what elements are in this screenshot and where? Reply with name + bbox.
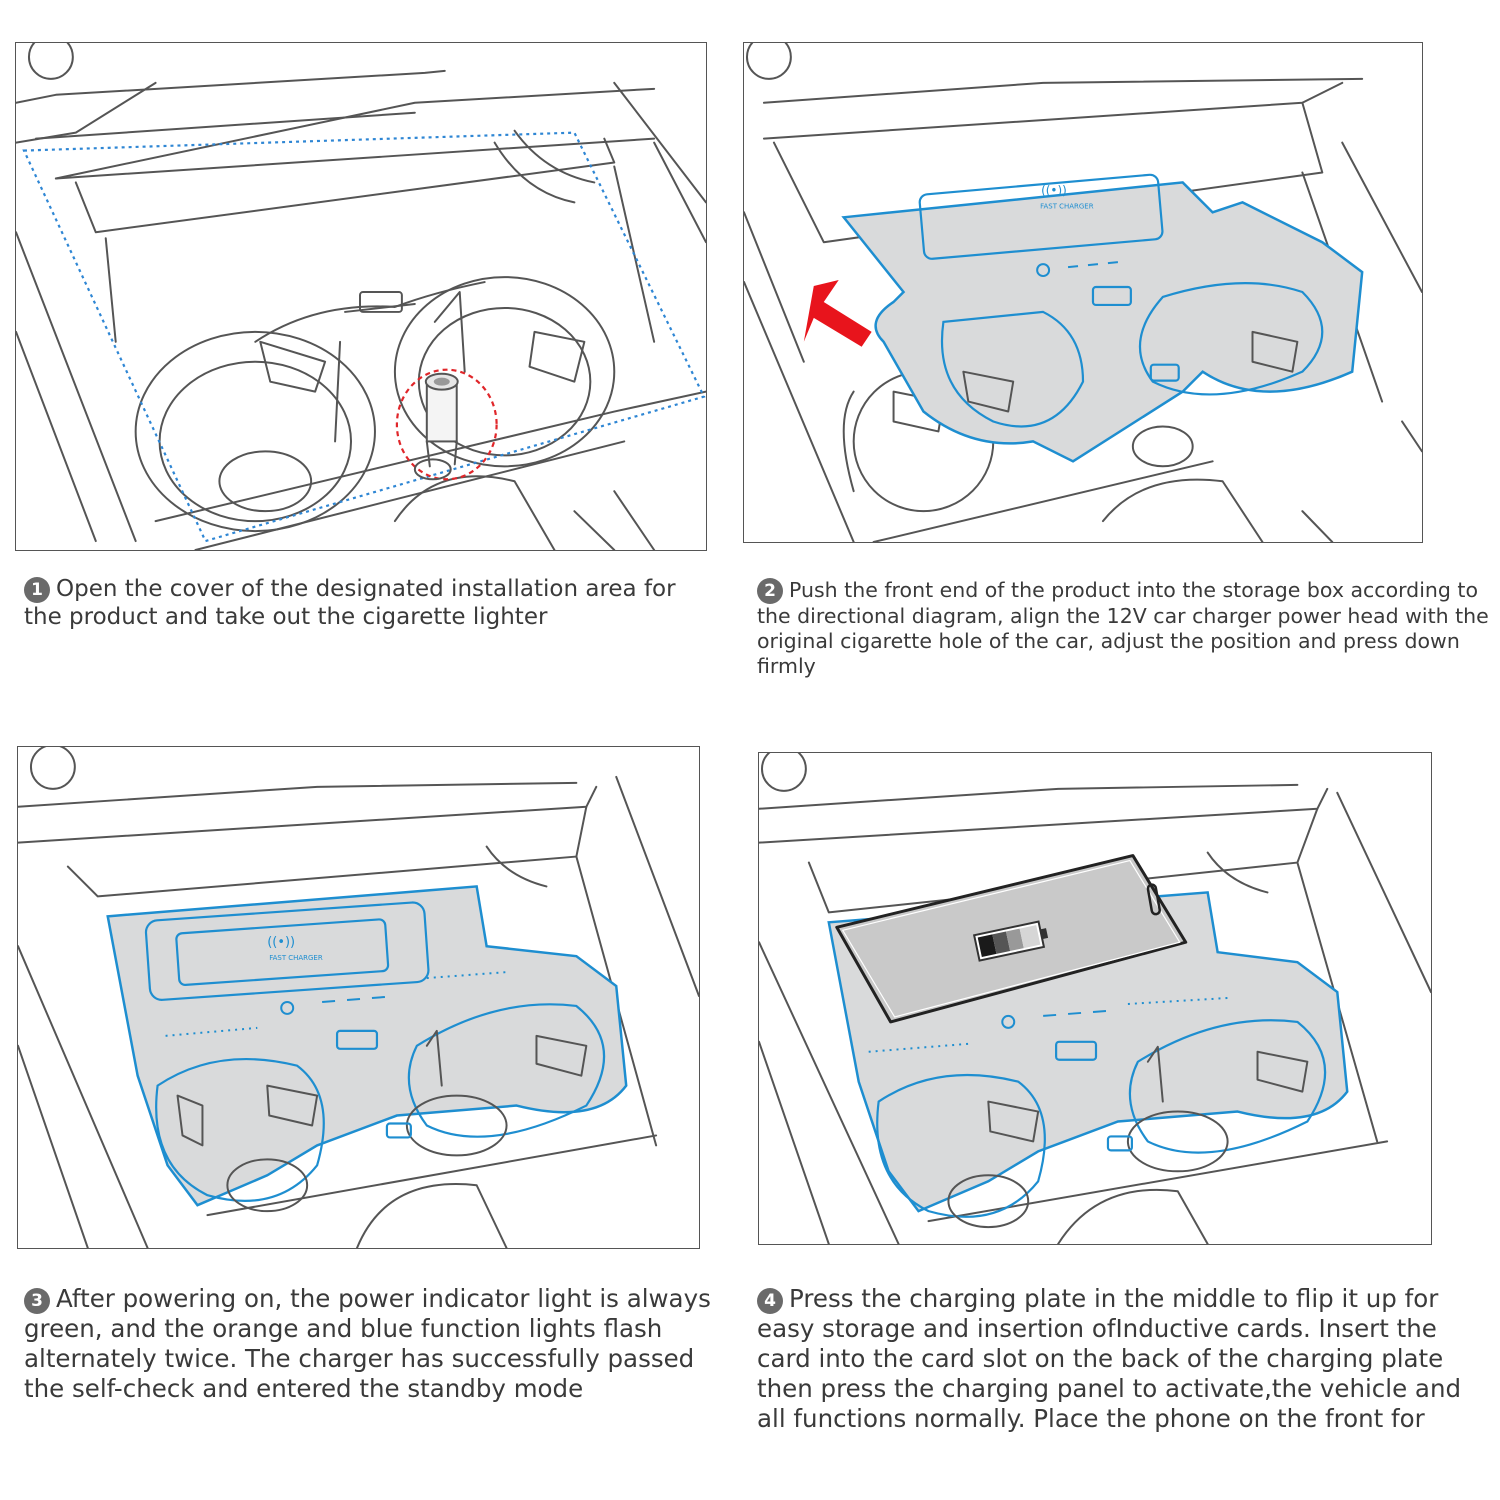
usb-port-icon — [335, 1029, 379, 1050]
product-label-icon-text: FAST CHARGER — [1040, 202, 1094, 210]
wireless-charging-icon: ((•)) — [1041, 183, 1067, 197]
tick-row-left — [165, 1026, 258, 1037]
wireless-charging-icon: ((•)) — [267, 935, 295, 950]
step-1-illustration — [15, 42, 707, 551]
usb-port-icon — [1055, 1040, 1098, 1061]
step-number-badge: 2 — [757, 578, 783, 604]
inductive-card — [835, 854, 1188, 1024]
step-3-illustration: ((•)) FAST CHARGER — [17, 746, 700, 1249]
product-label-text: FAST CHARGER — [269, 954, 323, 962]
tick-row-right — [1127, 997, 1228, 1005]
power-indicator-icon — [280, 1000, 295, 1015]
console-outline — [16, 43, 706, 550]
step-4-illustration — [758, 752, 1432, 1245]
step-2-text: Push the front end of the product into t… — [757, 578, 1489, 678]
power-indicator-icon — [1001, 1014, 1016, 1029]
charging-product: FAST CHARGER ((•)) — [841, 173, 1364, 463]
power-indicator-icon — [1036, 263, 1051, 278]
console-outline — [759, 753, 1431, 1244]
tick-row-left — [868, 1042, 969, 1053]
step-number-badge: 1 — [24, 577, 50, 603]
usb-port-icon — [1091, 285, 1132, 307]
step-1-text: Open the cover of the designated install… — [24, 576, 676, 631]
step-number-badge: 4 — [757, 1288, 783, 1314]
charging-product: ((•)) FAST CHARGER — [106, 885, 628, 1213]
step-3-text: After powering on, the power indicator l… — [24, 1284, 711, 1403]
direction-arrow-icon — [803, 280, 872, 347]
step-number-badge: 3 — [24, 1288, 50, 1314]
battery-icon — [972, 920, 1049, 962]
step-4-text: Press the charging plate in the middle t… — [757, 1284, 1462, 1433]
installation-area-marker — [22, 131, 706, 543]
step-2-illustration: FAST CHARGER ((•)) — [743, 42, 1423, 543]
cigarette-lighter-icon — [395, 368, 498, 481]
